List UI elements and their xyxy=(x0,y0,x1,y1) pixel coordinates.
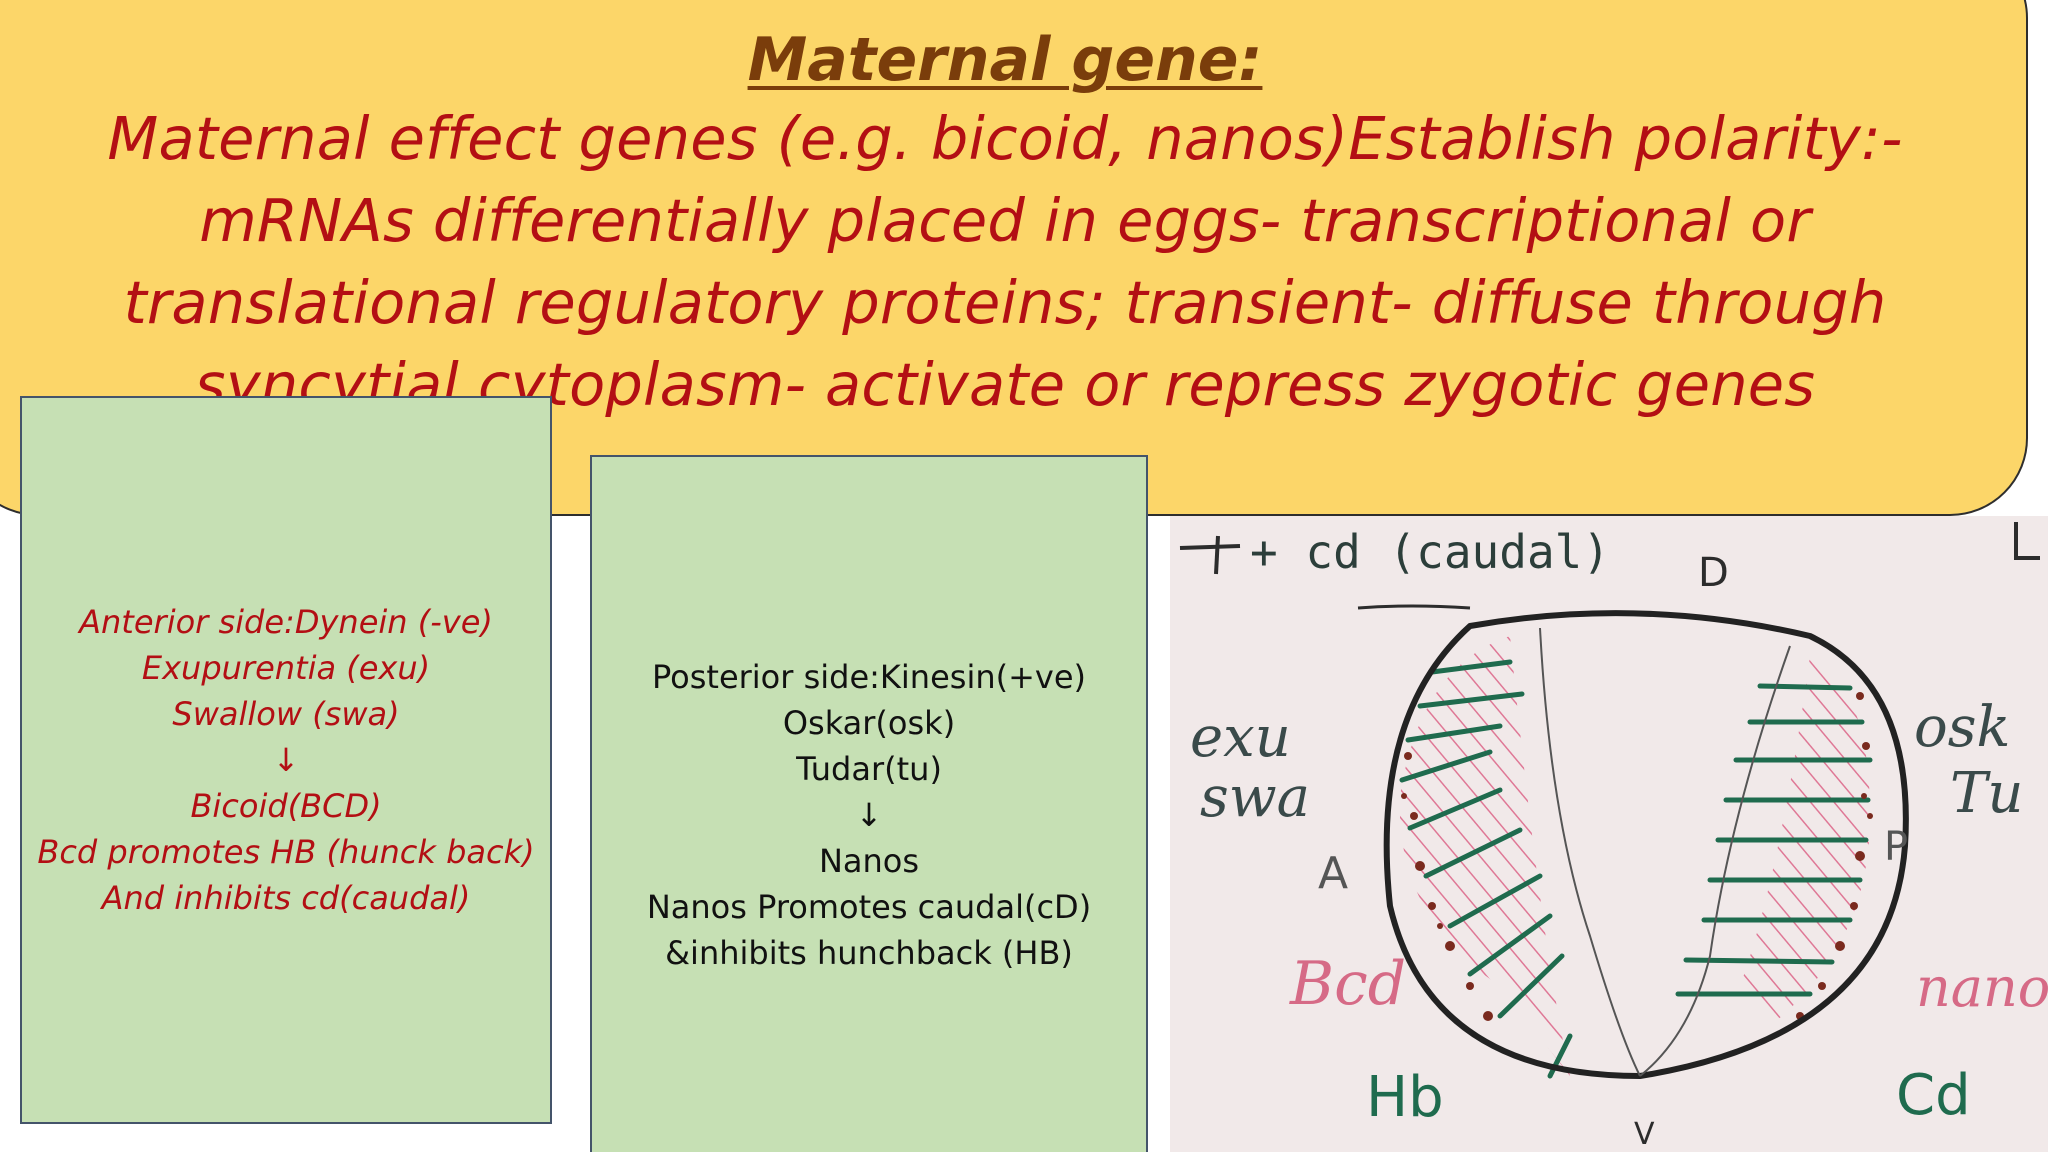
posterior-line-3: Tudar(tu) xyxy=(796,750,942,788)
osk-label: osk xyxy=(1914,695,2010,760)
inner-line-right xyxy=(1639,645,1791,1077)
corner-mark xyxy=(2014,522,2040,560)
posterior-box: Posterior side:Kinesin(+ve) Oskar(osk) T… xyxy=(590,455,1148,1152)
embryo-drawing: + cd (caudal) D V A P exu swa osk Tu Bcd… xyxy=(1179,522,2048,1152)
cd-label: Cd xyxy=(1896,1063,1971,1128)
slide-intro-text: Maternal effect genes (e.g. bicoid, nano… xyxy=(107,104,1903,419)
posterior-label: P xyxy=(1884,824,1908,870)
anterior-hatched-region xyxy=(1399,636,1570,1076)
caudal-underline xyxy=(1357,604,1471,610)
posterior-line-2: Oskar(osk) xyxy=(782,704,956,742)
dash-mark xyxy=(1179,544,1241,550)
posterior-line-5: Nanos xyxy=(818,842,920,880)
down-arrow-icon: ↓ xyxy=(272,741,300,779)
anterior-line-3: Swallow (swa) xyxy=(172,695,400,733)
swa-label: swa xyxy=(1200,765,1310,830)
anterior-line-2: Exupurentia (exu) xyxy=(141,649,431,687)
embryo-outline xyxy=(1383,610,1909,1080)
posterior-line-1: Posterior side:Kinesin(+ve) xyxy=(651,658,1087,696)
embryo-drawing-photo: + cd (caudal) D V A P exu swa osk Tu Bcd… xyxy=(1170,516,2048,1152)
hb-label: Hb xyxy=(1366,1065,1444,1130)
anterior-line-7: And inhibits cd(caudal) xyxy=(101,879,471,917)
inner-line-left xyxy=(1539,627,1641,1077)
slide-heading: Maternal gene: xyxy=(747,25,1263,95)
morphogen-dots xyxy=(1401,692,1873,1021)
tu-label: Tu xyxy=(1950,761,2023,826)
dash-mark xyxy=(1214,535,1220,575)
anterior-green-lines xyxy=(1399,659,1573,1079)
anterior-line-1: Anterior side:Dynein (-ve) xyxy=(79,603,493,641)
dorsal-label: D xyxy=(1698,550,1729,596)
down-arrow-icon: ↓ xyxy=(855,796,883,834)
posterior-green-lines xyxy=(1675,683,1873,997)
ventral-label: V xyxy=(1634,1117,1655,1152)
bcd-label: Bcd xyxy=(1289,949,1406,1019)
anterior-box: Anterior side:Dynein (-ve) Exupurentia (… xyxy=(20,396,552,1124)
top-label: + cd (caudal) xyxy=(1250,525,1610,579)
exu-label: exu xyxy=(1190,705,1291,770)
anterior-line-6: Bcd promotes HB (hunck back) xyxy=(37,833,535,871)
anterior-line-5: Bicoid(BCD) xyxy=(190,787,382,825)
posterior-line-6: Nanos Promotes caudal(cD) xyxy=(646,888,1092,926)
anterior-label: A xyxy=(1318,848,1348,899)
nanos-label: nanos xyxy=(1916,956,2048,1019)
posterior-line-7: &inhibits hunchback (HB) xyxy=(665,934,1073,972)
